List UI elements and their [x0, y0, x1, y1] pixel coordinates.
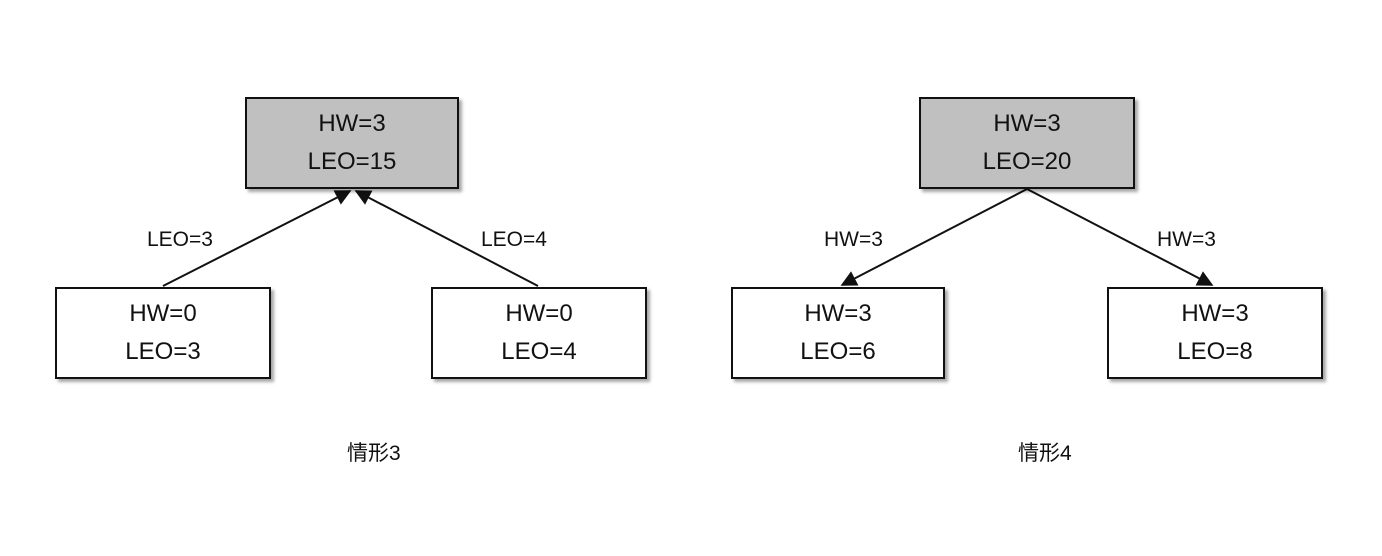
hw-value: HW=3 — [318, 110, 386, 137]
follower-replica-node: HW=0 LEO=3 — [55, 287, 271, 379]
edge-label: HW=3 — [1157, 228, 1216, 251]
leo-value: LEO=20 — [982, 148, 1072, 175]
edge-label: LEO=4 — [481, 228, 547, 251]
edge-label: HW=3 — [824, 228, 883, 251]
follower-replica-node: HW=3 LEO=6 — [731, 287, 945, 379]
scenario-caption: 情形4 — [1018, 442, 1072, 465]
edge-arrow — [354, 190, 539, 287]
follower-replica-node: HW=0 LEO=4 — [431, 287, 647, 379]
leo-value: LEO=3 — [125, 338, 201, 365]
edge-arrow — [162, 190, 352, 287]
hw-value: HW=0 — [129, 300, 197, 327]
hw-value: HW=0 — [505, 300, 573, 327]
hw-value: HW=3 — [804, 300, 872, 327]
hw-value: HW=3 — [993, 110, 1061, 137]
leo-value: LEO=4 — [501, 338, 577, 365]
leo-value: LEO=8 — [1177, 338, 1253, 365]
edge-arrow — [840, 188, 1028, 286]
edge-label: LEO=3 — [147, 228, 213, 251]
leader-replica-node: HW=3 LEO=20 — [919, 97, 1135, 189]
edge-arrow — [1026, 188, 1214, 286]
leo-value: LEO=6 — [800, 338, 876, 365]
leo-value: LEO=15 — [307, 148, 397, 175]
hw-value: HW=3 — [1181, 300, 1249, 327]
scenario-caption: 情形3 — [347, 442, 401, 465]
leader-replica-node: HW=3 LEO=15 — [245, 97, 459, 189]
follower-replica-node: HW=3 LEO=8 — [1107, 287, 1323, 379]
